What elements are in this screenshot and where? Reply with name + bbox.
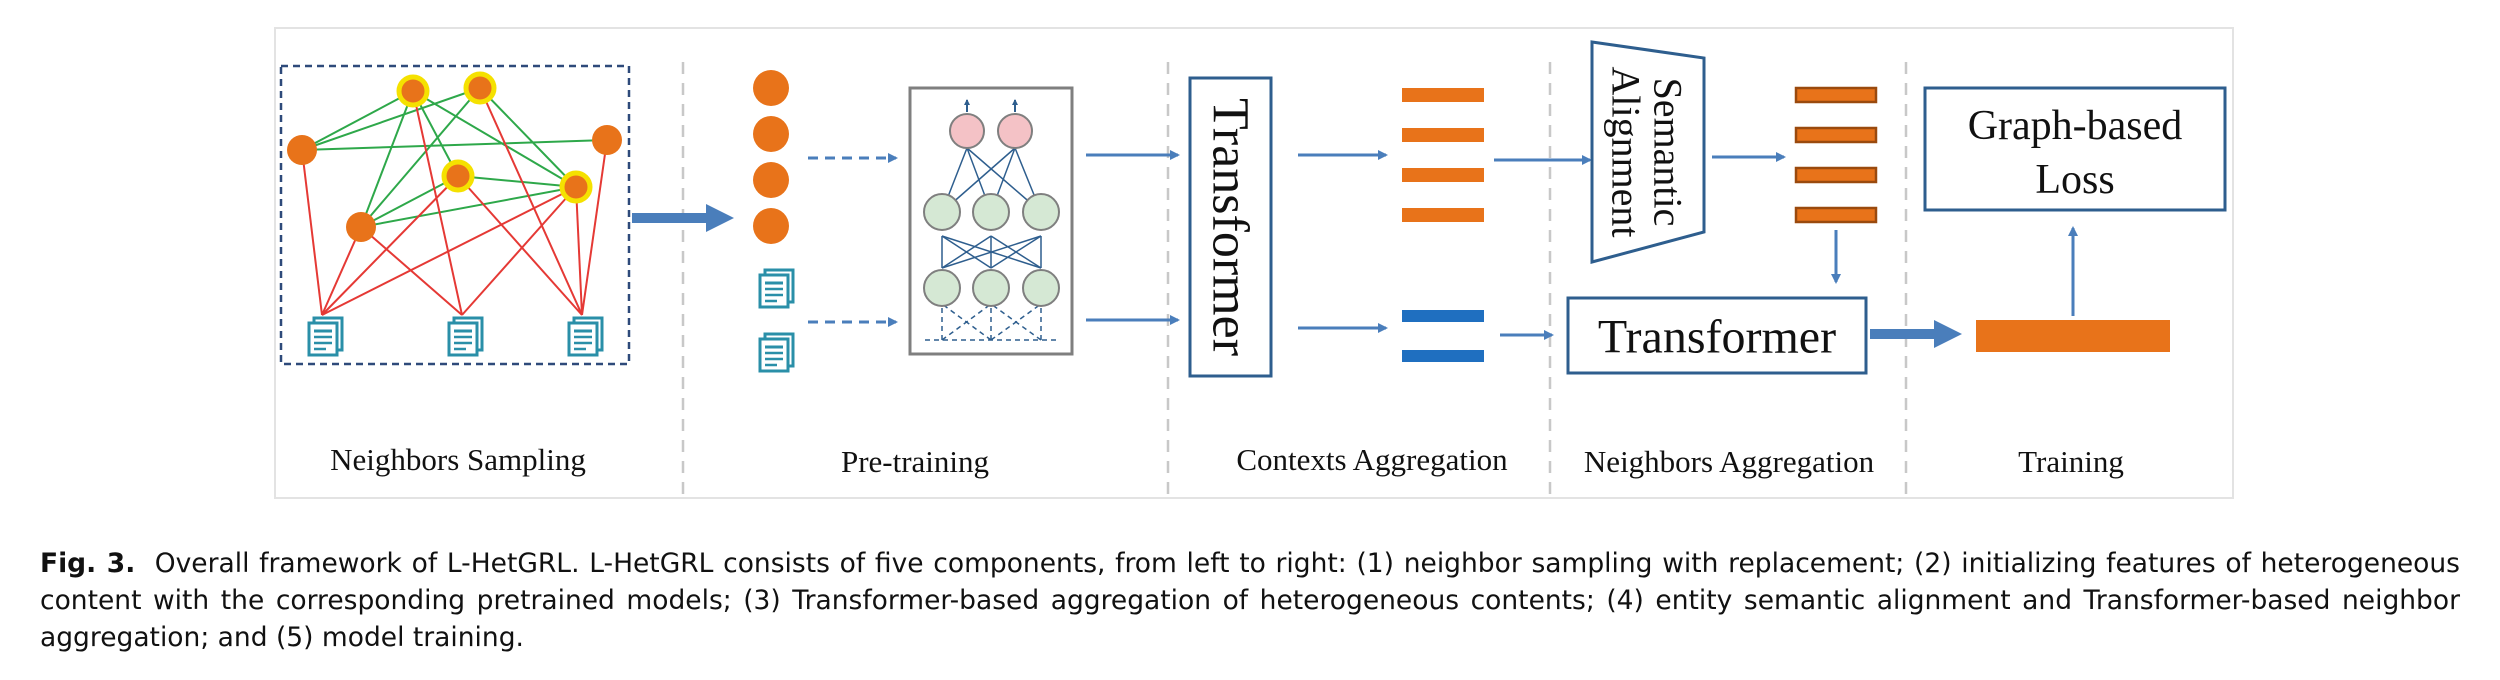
stage-label-training: Training — [2018, 444, 2124, 479]
document-icon — [447, 316, 484, 357]
aligned-bar — [1794, 86, 1878, 104]
output-neuron — [997, 113, 1033, 149]
hidden-neuron — [1022, 193, 1060, 231]
sampled-node — [441, 159, 475, 193]
caption-label: Fig. 3. — [40, 548, 136, 579]
to-training-arrowhead — [1934, 320, 1962, 348]
input-node — [753, 162, 789, 198]
pretrained-model-network — [908, 86, 1074, 356]
document-icon — [758, 268, 795, 309]
graph-node — [287, 135, 317, 165]
embedding-bar — [1402, 208, 1484, 222]
stage-dividers — [681, 62, 1908, 498]
sampling-dashed-box — [279, 64, 631, 366]
aligned-embeddings — [1794, 86, 1878, 224]
document-icon — [758, 332, 795, 373]
stage-label-neighbors-sampling: Neighbors Sampling — [330, 442, 586, 477]
transformer-horizontal-box: Transformer — [1566, 296, 1868, 375]
aligned-bar — [1794, 126, 1878, 144]
aligned-bar — [1794, 166, 1878, 184]
final-embedding-bar — [1976, 320, 2170, 352]
to-alignment-arrows — [1494, 155, 1592, 340]
embedding-bar — [1402, 128, 1484, 142]
stage-label-contexts-aggregation: Contexts Aggregation — [1236, 442, 1508, 477]
pretrain-input-arrows — [808, 153, 898, 327]
output-neuron — [949, 113, 985, 149]
sampling-to-pretrain-arrowhead — [706, 204, 734, 232]
document-icon — [307, 316, 344, 357]
stage-label-pre-training: Pre-training — [841, 444, 989, 479]
neighbor-sampling-graph — [279, 64, 631, 366]
sampled-node — [463, 71, 497, 105]
loss-line2: Loss — [2035, 157, 2114, 203]
graph-node — [592, 125, 622, 155]
transformer-horizontal-label: Transformer — [1598, 311, 1836, 364]
sampled-node — [559, 170, 593, 204]
hidden-neuron — [972, 193, 1010, 231]
red-edges — [301, 87, 608, 316]
hidden-neuron — [923, 193, 961, 231]
green-edges — [301, 87, 608, 228]
context-arrows — [1298, 150, 1388, 333]
embedding-bar-blue — [1402, 310, 1484, 322]
graph-based-loss-box: Graph-based Loss — [1923, 86, 2227, 212]
hidden-neuron — [923, 269, 961, 307]
embedding-bar — [1402, 88, 1484, 102]
pretraining-inputs — [753, 70, 795, 373]
embedding-bar-blue — [1402, 350, 1484, 362]
pretrain-output-arrows — [1086, 150, 1180, 325]
hidden-neuron — [972, 269, 1010, 307]
figure-caption: Fig. 3. Overall framework of L-HetGRL. L… — [40, 545, 2460, 656]
content-embeddings — [1402, 88, 1484, 362]
semantic-alignment-box: Semantic Alignment — [1590, 40, 1706, 264]
input-node — [753, 116, 789, 152]
semantic-alignment-line1: Semantic — [1646, 78, 1691, 227]
sampled-node — [396, 74, 430, 108]
figure-frame — [274, 27, 2234, 499]
aligned-bar — [1794, 206, 1878, 224]
embedding-bar — [1402, 168, 1484, 182]
transformer-vertical-label: Transformer — [1202, 98, 1259, 356]
input-node — [753, 70, 789, 106]
document-icon — [567, 316, 604, 357]
framework-diagram: Transformer Semantic Alignment Transform… — [274, 27, 2234, 499]
transformer-vertical-box: Transformer — [1188, 76, 1273, 378]
stage-label-neighbors-aggregation: Neighbors Aggregation — [1584, 444, 1875, 479]
caption-text: Overall framework of L-HetGRL. L-HetGRL … — [40, 548, 2460, 653]
input-node — [753, 208, 789, 244]
semantic-alignment-line2: Alignment — [1604, 66, 1649, 237]
hidden-neuron — [1022, 269, 1060, 307]
loss-line1: Graph-based — [1968, 103, 2183, 149]
graph-node — [346, 212, 376, 242]
